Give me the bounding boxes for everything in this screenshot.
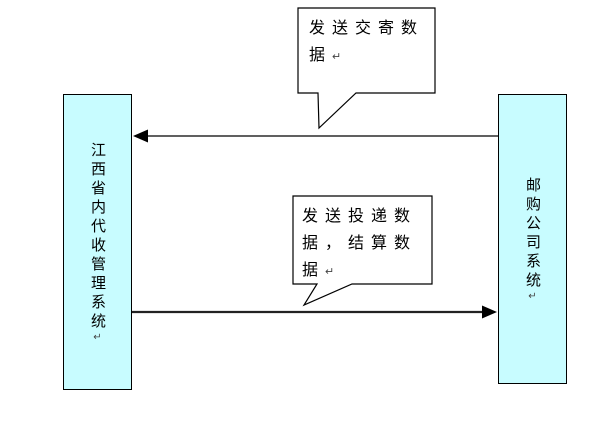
system-box-left-text: 江西省内代收管理系统 <box>89 141 106 332</box>
paragraph-return-icon: ↵ <box>92 331 103 343</box>
system-box-left-label: 江西省内代收管理系统↵ <box>89 141 106 343</box>
paragraph-return-icon: ↵ <box>325 266 335 278</box>
callout-top-text: 发送交寄数 据↵ <box>309 15 429 89</box>
callout-bottom-line3: 据↵ <box>302 257 426 279</box>
callout-bottom-line3-text: 据 <box>302 262 326 279</box>
paragraph-return-icon: ↵ <box>332 51 342 63</box>
system-box-right-text: 邮购公司系统 <box>524 176 541 291</box>
callout-top-line2: 据↵ <box>309 42 429 71</box>
callout-bottom-line1: 发送投递数 <box>302 208 418 225</box>
arrow-left-to-right <box>132 305 497 319</box>
system-box-right-label: 邮购公司系统↵ <box>524 176 541 302</box>
callout-top-line2-text: 据 <box>309 47 333 64</box>
callout-bubble-top <box>297 7 436 130</box>
arrowhead-left-icon <box>133 129 148 143</box>
callout-top-line1: 发送交寄数 <box>309 20 425 37</box>
arrow-right-to-left <box>133 129 498 143</box>
arrowhead-right-icon <box>482 305 497 319</box>
system-box-left: 江西省内代收管理系统↵ <box>63 94 132 390</box>
callout-bubble-bottom <box>292 195 433 307</box>
callout-bottom-line2: 据，结算数 <box>302 235 418 252</box>
callout-bottom-text: 发送投递数 据，结算数 据↵ <box>302 203 426 279</box>
system-box-right: 邮购公司系统↵ <box>498 94 567 384</box>
paragraph-return-icon: ↵ <box>527 290 538 302</box>
